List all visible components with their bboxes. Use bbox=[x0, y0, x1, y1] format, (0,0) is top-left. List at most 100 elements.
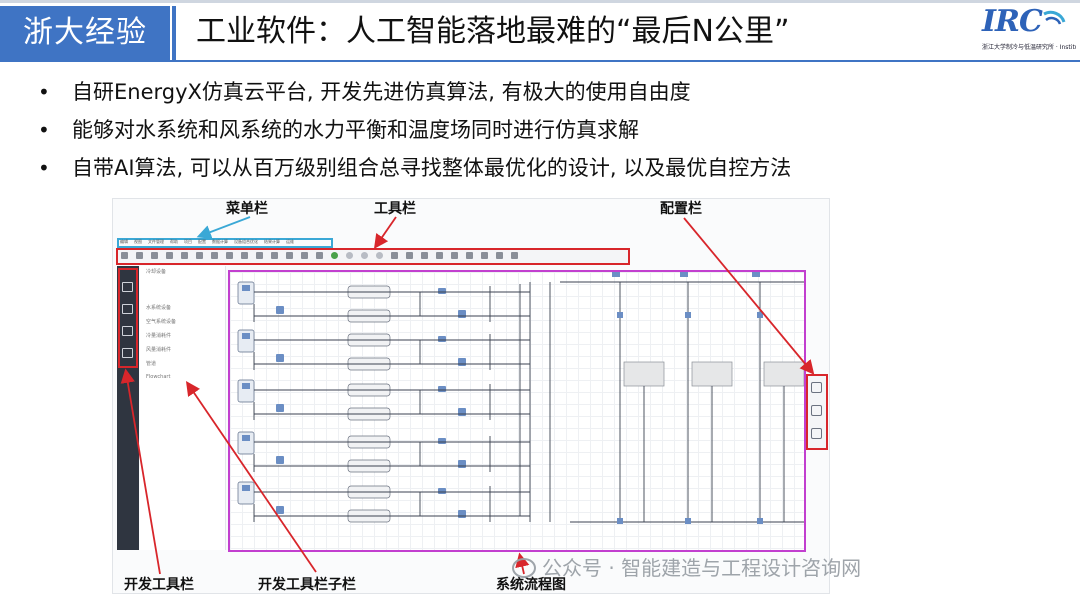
sidebar-item[interactable]: 空气系统设备 bbox=[146, 319, 177, 325]
pen-icon[interactable] bbox=[496, 252, 503, 259]
top-rule bbox=[0, 0, 1080, 3]
irc-logo: IRC 浙江大学制冷与低温研究所 · Institute of Refriger… bbox=[982, 4, 1076, 56]
run-icon[interactable] bbox=[331, 252, 338, 259]
label-toolbar: 工具栏 bbox=[374, 201, 416, 217]
property-icon[interactable] bbox=[811, 382, 822, 393]
pump-motor bbox=[242, 435, 250, 441]
menu-item[interactable]: 项目 bbox=[184, 239, 192, 244]
zoom-in-icon[interactable] bbox=[151, 252, 158, 259]
air-handling-unit bbox=[691, 361, 733, 387]
system-flowchart bbox=[237, 272, 804, 524]
label-menubar: 菜单栏 bbox=[226, 201, 268, 217]
menu-item[interactable]: 结果计算 bbox=[264, 239, 280, 244]
air-handling-unit bbox=[623, 361, 665, 387]
pump-icon bbox=[458, 310, 466, 318]
pump-motor bbox=[242, 383, 250, 389]
valve-icon bbox=[757, 518, 763, 524]
wechat-icon bbox=[512, 558, 536, 578]
text-icon[interactable] bbox=[286, 252, 293, 259]
valve-icon bbox=[685, 518, 691, 524]
valve-icon bbox=[617, 312, 623, 318]
pump-icon bbox=[276, 354, 284, 362]
menu-item[interactable]: 设备组合优化 bbox=[234, 239, 258, 244]
undo-icon[interactable] bbox=[181, 252, 188, 259]
valve-icon bbox=[438, 386, 446, 392]
pump-icon bbox=[276, 506, 284, 514]
section-badge: 浙大经验 bbox=[0, 6, 170, 60]
menu-item[interactable]: 运维 bbox=[286, 239, 294, 244]
database-icon[interactable] bbox=[122, 326, 133, 336]
delete-icon[interactable] bbox=[211, 252, 218, 259]
layer-icon[interactable] bbox=[421, 252, 428, 259]
valve-icon bbox=[685, 312, 691, 318]
bullet-text: 能够对水系统和风系统的水力平衡和温度场同时进行仿真求解 bbox=[72, 118, 639, 142]
menu-item[interactable]: 编辑 bbox=[120, 239, 128, 244]
menu-item[interactable]: 帮助 bbox=[170, 239, 178, 244]
sidebar-item[interactable]: 冷却设备 bbox=[146, 269, 167, 275]
grid-icon[interactable] bbox=[436, 252, 443, 259]
connector-icon[interactable] bbox=[301, 252, 308, 259]
menu-item[interactable]: 配置 bbox=[198, 239, 206, 244]
valve-icon bbox=[752, 272, 760, 277]
zoom-select-icon[interactable] bbox=[136, 252, 143, 259]
step-icon[interactable] bbox=[346, 252, 353, 259]
line-icon[interactable] bbox=[256, 252, 263, 259]
valve-icon bbox=[757, 312, 763, 318]
settings-icon[interactable] bbox=[451, 252, 458, 259]
stop-icon[interactable] bbox=[376, 252, 383, 259]
label-config-bar: 配置栏 bbox=[660, 201, 702, 217]
slide-title: 工业软件：人工智能落地最难的“最后N公里” bbox=[196, 14, 790, 49]
air-handling-unit bbox=[763, 361, 804, 387]
pump-icon bbox=[276, 306, 284, 314]
valve-icon bbox=[438, 336, 446, 342]
bullet-item: •能够对水系统和风系统的水力平衡和温度场同时进行仿真求解 bbox=[38, 118, 639, 142]
export-icon[interactable] bbox=[466, 252, 473, 259]
pump-icon bbox=[276, 404, 284, 412]
align-icon[interactable] bbox=[391, 252, 398, 259]
paste-icon[interactable] bbox=[241, 252, 248, 259]
toolbar bbox=[121, 252, 518, 259]
logo-arc-icon bbox=[1043, 10, 1066, 25]
pump-icon bbox=[276, 456, 284, 464]
pause-icon[interactable] bbox=[361, 252, 368, 259]
sidebar-item[interactable]: 冷量消耗件 bbox=[146, 333, 172, 339]
valve-icon bbox=[617, 518, 623, 524]
bullet-text: 自带AI算法, 可以从百万级别组合总寻找整体最优化的设计, 以及最优自控方法 bbox=[72, 156, 792, 180]
header-rule bbox=[0, 60, 1080, 62]
fill-icon[interactable] bbox=[271, 252, 278, 259]
valve-icon bbox=[438, 438, 446, 444]
bullet-list: •自研EnergyX仿真云平台, 开发先进仿真算法, 有极大的使用自由度 •能够… bbox=[38, 78, 791, 192]
menubar: 编辑 视图 文件管理 帮助 项目 配置 数据计算 设备组合优化 结果计算 运维 bbox=[120, 239, 294, 245]
folder-icon[interactable] bbox=[122, 282, 133, 292]
component-icon[interactable] bbox=[122, 304, 133, 314]
flowchart-canvas[interactable] bbox=[228, 270, 806, 552]
sidebar-item[interactable]: 管道 bbox=[146, 361, 157, 367]
file-icon[interactable] bbox=[121, 252, 128, 259]
badge-separator bbox=[172, 6, 176, 60]
redo-icon[interactable] bbox=[196, 252, 203, 259]
brush-icon[interactable] bbox=[511, 252, 518, 259]
document-icon[interactable] bbox=[811, 405, 822, 416]
bullet-text: 自研EnergyX仿真云平台, 开发先进仿真算法, 有极大的使用自由度 bbox=[72, 80, 691, 104]
pump-motor bbox=[242, 333, 250, 339]
zoom-out-icon[interactable] bbox=[166, 252, 173, 259]
layers-icon[interactable] bbox=[811, 428, 822, 439]
menu-item[interactable]: 视图 bbox=[134, 239, 142, 244]
menu-item[interactable]: 文件管理 bbox=[148, 239, 164, 244]
sidebar-item[interactable]: 风量消耗件 bbox=[146, 347, 172, 353]
copy-icon[interactable] bbox=[226, 252, 233, 259]
logo-mark: IRC bbox=[982, 4, 1043, 39]
valve-icon bbox=[438, 288, 446, 294]
chart-icon[interactable] bbox=[122, 348, 133, 358]
group-icon[interactable] bbox=[406, 252, 413, 259]
image-icon[interactable] bbox=[481, 252, 488, 259]
logo-subtitle: 浙江大学制冷与低温研究所 · Institute of Refrigeratio… bbox=[982, 44, 1076, 51]
menu-item[interactable]: 数据计算 bbox=[212, 239, 228, 244]
sidebar-item[interactable]: Flowchart bbox=[146, 374, 171, 380]
label-flowchart: 系统流程图 bbox=[496, 577, 566, 593]
sidebar-item[interactable]: 水系统设备 bbox=[146, 305, 172, 311]
add-icon[interactable] bbox=[316, 252, 323, 259]
label-dev-toolbar: 开发工具栏 bbox=[124, 577, 194, 593]
pump-icon bbox=[458, 460, 466, 468]
dev-toolbar-highlight bbox=[118, 268, 138, 368]
